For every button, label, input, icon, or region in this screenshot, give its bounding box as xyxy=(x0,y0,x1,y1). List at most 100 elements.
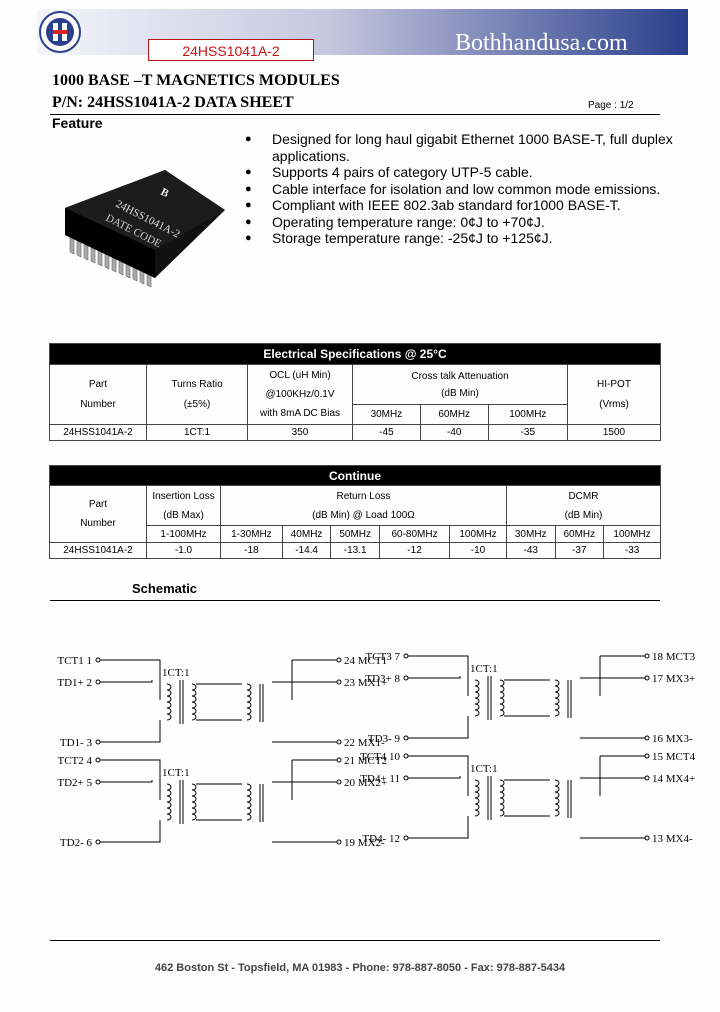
pin-terminal xyxy=(403,675,409,681)
pin-terminal xyxy=(403,653,409,659)
header-banner xyxy=(37,9,688,55)
ratio-label: 1CT:1 xyxy=(470,663,498,675)
choke-coil xyxy=(554,697,560,717)
doc-subtitle: P/N: 24HSS1041A-2 DATA SHEET xyxy=(52,94,294,111)
table-cell: 350 xyxy=(247,424,353,441)
pin-label: TD3+ 8 xyxy=(365,673,400,685)
transformer-coil xyxy=(166,683,172,721)
table-cell: -13.1 xyxy=(330,542,380,559)
pin-label: 14 MX4+ xyxy=(652,773,695,785)
wire xyxy=(100,680,153,683)
transformer-coil xyxy=(191,683,197,721)
pin-terminal xyxy=(644,675,650,681)
pin-label: TD4+ 11 xyxy=(360,773,400,785)
wire xyxy=(408,776,461,779)
table-cell: 1500 xyxy=(567,424,661,441)
pin-label: 16 MX3- xyxy=(652,733,693,745)
schematic-heading: Schematic xyxy=(132,581,198,596)
ratio-label: 1CT:1 xyxy=(162,767,190,779)
pin-terminal xyxy=(336,657,342,663)
wire xyxy=(100,820,161,843)
pin-terminal xyxy=(644,775,650,781)
pin-label: TD1+ 2 xyxy=(57,677,92,689)
transformer-coil xyxy=(474,679,480,717)
freq-cell: 60MHz xyxy=(554,525,605,543)
ratio-label: 1CT:1 xyxy=(470,763,498,775)
pin-label: 19 MX2- xyxy=(344,837,385,849)
table-cell: -45 xyxy=(352,424,421,441)
table-cell: -35 xyxy=(487,424,569,441)
pin-label: TD1- 3 xyxy=(60,737,93,749)
feature-item: Storage temperature range: -25¢J to +125… xyxy=(245,230,675,247)
freq-cell: 30MHz xyxy=(352,404,421,425)
table-cell: 24HSS1041A-2 xyxy=(49,542,147,559)
footer-address: 462 Boston St - Topsfield, MA 01983 - Ph… xyxy=(154,962,566,974)
transformer-coil xyxy=(499,779,505,817)
choke-coil xyxy=(554,797,560,817)
choke-coil xyxy=(246,683,252,703)
freq-cell: 1-100MHz xyxy=(146,525,221,543)
pin-terminal xyxy=(336,757,342,763)
pin-terminal xyxy=(403,835,409,841)
part-number-box: 24HSS1041A-2 xyxy=(148,39,314,61)
pin-label: TCT3 7 xyxy=(365,651,400,663)
wire xyxy=(100,780,153,783)
ratio-label: 1CT:1 xyxy=(162,667,190,679)
feature-item: Supports 4 pairs of category UTP-5 cable… xyxy=(245,164,675,181)
wire xyxy=(408,816,469,839)
wire xyxy=(100,720,161,743)
pin-terminal xyxy=(644,735,650,741)
divider xyxy=(50,940,660,941)
freq-cell: 30MHz xyxy=(505,525,556,543)
freq-cell: 100MHz xyxy=(603,525,661,543)
header-turns: Turns Ratio(±5%) xyxy=(146,364,248,425)
pin-label: TCT2 4 xyxy=(57,755,92,767)
table-cell: -12 xyxy=(378,542,451,559)
pin-terminal xyxy=(403,753,409,759)
table-cell: 1CT:1 xyxy=(146,424,248,441)
table-cell: -43 xyxy=(505,542,556,559)
pin-label: 21 MCT2 xyxy=(344,755,387,767)
pin-terminal xyxy=(336,679,342,685)
choke-coil xyxy=(246,801,252,821)
header-return-loss: Return Loss(dB Min) @ Load 100Ω xyxy=(220,485,507,526)
pin-label: TCT1 1 xyxy=(57,655,92,667)
freq-cell: 100MHz xyxy=(487,404,569,425)
transformer-coil xyxy=(474,779,480,817)
doc-title: 1000 BASE –T MAGNETICS MODULES xyxy=(52,72,340,89)
website-link[interactable]: Bothhandusa.com xyxy=(455,30,628,56)
table-cell: -18 xyxy=(220,542,283,559)
pin-terminal xyxy=(644,835,650,841)
wire xyxy=(100,659,161,700)
page-number: Page : 1/2 xyxy=(588,100,634,111)
pin-terminal xyxy=(95,739,101,745)
pin-label: 13 MX4- xyxy=(652,833,693,845)
pin-label: TD2+ 5 xyxy=(57,777,92,789)
freq-cell: 1-30MHz xyxy=(220,525,283,543)
pin-label: TD3- 9 xyxy=(368,733,401,745)
feature-item: Designed for long haul gigabit Ethernet … xyxy=(245,131,675,164)
header-crosstalk: Cross talk Attenuation(dB Min) xyxy=(352,364,568,405)
table-cell: -33 xyxy=(603,542,661,559)
header-hipot: HI-POT(Vrms) xyxy=(567,364,661,425)
table-cell: -1.0 xyxy=(146,542,221,559)
divider xyxy=(50,600,660,601)
wire xyxy=(100,759,161,800)
pin-label: TCT4 10 xyxy=(360,751,401,763)
pin-label: 22 MX1- xyxy=(344,737,385,749)
header-dcmr: DCMR(dB Min) xyxy=(505,485,662,526)
pin-terminal xyxy=(403,735,409,741)
wire xyxy=(408,655,469,696)
pin-terminal xyxy=(95,839,101,845)
company-logo xyxy=(39,11,81,53)
pin-label: 20 MX2+ xyxy=(344,777,387,789)
pin-terminal xyxy=(95,679,101,685)
freq-cell: 40MHz xyxy=(281,525,332,543)
feature-list: Designed for long haul gigabit Ethernet … xyxy=(245,131,675,247)
header-insertion-loss: Insertion Loss(dB Max) xyxy=(146,485,221,526)
pin-terminal xyxy=(403,775,409,781)
transformer-coil xyxy=(499,679,505,717)
